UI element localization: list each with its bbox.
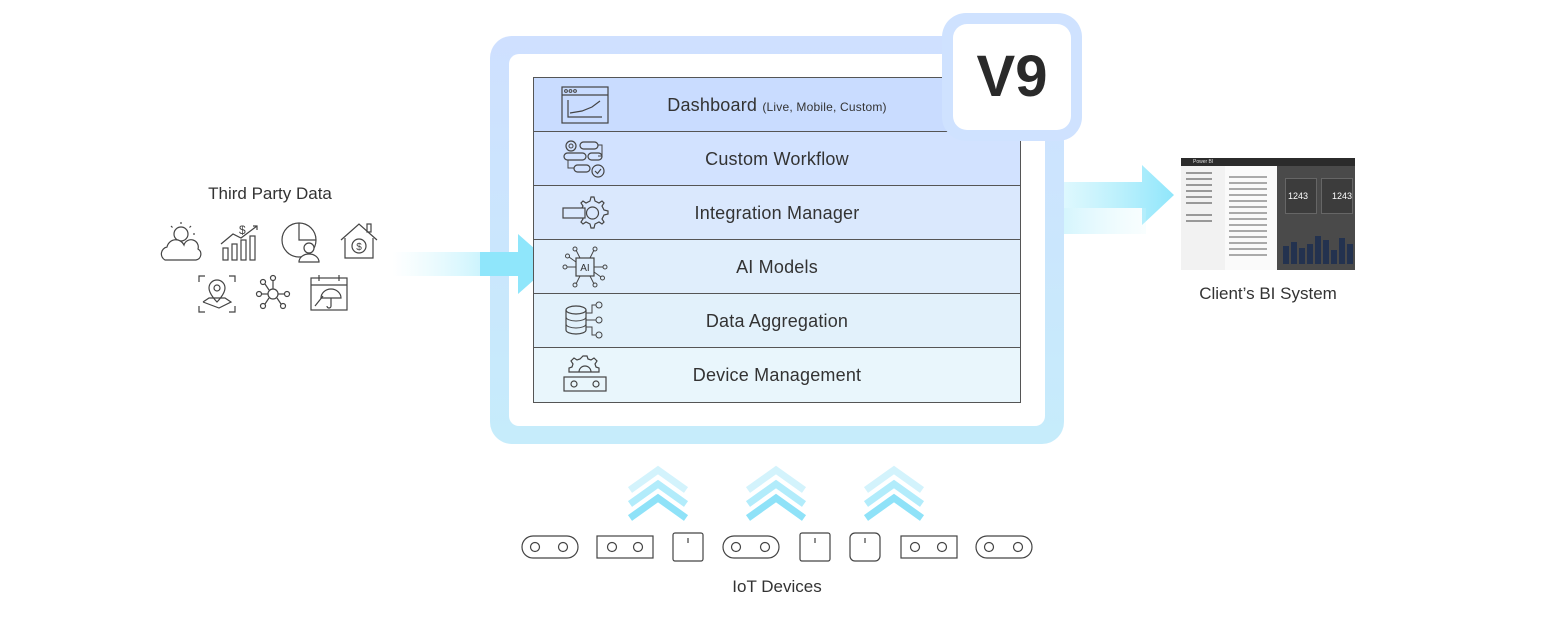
svg-text:$: $ <box>356 242 362 253</box>
bi-bar-chart <box>1283 236 1353 264</box>
finance-growth-icon: $ <box>220 223 258 261</box>
bi-sidebar <box>1181 166 1225 270</box>
layer-custom-workflow[interactable]: Custom Workflow <box>534 132 1020 186</box>
bi-export-arrow <box>1020 165 1174 225</box>
bi-canvas: 1243 1243 <box>1277 166 1355 270</box>
sensor-rect-icon <box>596 535 654 559</box>
bi-import-arrow <box>994 192 1146 251</box>
layer-data-aggregation[interactable]: Data Aggregation <box>534 294 1020 348</box>
house-dollar-icon: $ <box>340 223 378 259</box>
layer-custom-workflow-label: Custom Workflow <box>705 149 849 169</box>
sensor-square-icon <box>849 532 881 562</box>
layer-device-management-label: Device Management <box>692 365 862 385</box>
bi-tile-value: 1243 <box>1332 191 1353 201</box>
layer-dashboard-label: Dashboard (Live, Mobile, Custom) <box>534 78 1020 132</box>
sensor-square-icon <box>672 532 704 562</box>
workflow-icon <box>563 140 605 178</box>
bi-menu <box>1225 166 1278 270</box>
sensor-oval-icon <box>722 535 780 559</box>
layer-ai-models-label: AI Models <box>736 257 818 277</box>
sensor-oval-icon <box>521 535 579 559</box>
sensor-rect-icon <box>900 535 958 559</box>
bi-system-screenshot: Power BI 1243 1243 <box>1181 158 1355 270</box>
iot-device-row <box>521 532 1033 562</box>
calendar-umbrella-icon <box>310 275 348 311</box>
iot-upload-chevrons <box>627 465 925 521</box>
iot-devices-label: IoT Devices <box>732 577 822 596</box>
svg-text:$: $ <box>239 223 246 237</box>
bi-app-name: Power BI <box>1193 159 1214 165</box>
bi-system-label: Client’s BI System <box>1199 284 1337 303</box>
layer-device-management[interactable]: Device Management <box>534 348 1020 402</box>
bi-tile-value: 1243 <box>1288 191 1309 201</box>
sensor-oval-icon <box>975 535 1033 559</box>
sensor-square-icon <box>799 532 831 562</box>
pie-chart-person-icon <box>281 222 320 263</box>
location-map-icon <box>198 275 236 313</box>
device-gear-icon <box>563 355 607 392</box>
network-node-icon <box>255 274 291 310</box>
database-icon <box>565 301 603 339</box>
layer-dashboard-name: Dashboard <box>667 95 758 115</box>
integration-gear-icon <box>562 196 609 229</box>
bi-tile: 1243 <box>1285 178 1317 214</box>
third-party-label: Third Party Data <box>208 184 332 203</box>
layer-stack: Dashboard (Live, Mobile, Custom) Custom … <box>533 77 1021 403</box>
version-badge: V9 <box>953 24 1071 130</box>
third-party-arrow <box>392 234 552 294</box>
layer-dashboard[interactable]: Dashboard (Live, Mobile, Custom) <box>534 78 1020 132</box>
svg-text:AI: AI <box>580 263 589 274</box>
bi-topbar: Power BI <box>1181 158 1355 166</box>
ai-chip-icon: AI <box>562 246 608 288</box>
dashboard-chart-icon <box>561 86 609 124</box>
layer-dashboard-detail: (Live, Mobile, Custom) <box>762 100 887 114</box>
layer-integration-manager-label: Integration Manager <box>694 203 860 223</box>
layer-integration-manager[interactable]: Integration Manager <box>534 186 1020 240</box>
layer-ai-models[interactable]: AI AI Models <box>534 240 1020 294</box>
third-party-icons: $ $ <box>160 222 378 313</box>
layer-data-aggregation-label: Data Aggregation <box>705 311 849 331</box>
bi-tile: 1243 <box>1321 178 1353 214</box>
weather-icon <box>160 222 202 261</box>
